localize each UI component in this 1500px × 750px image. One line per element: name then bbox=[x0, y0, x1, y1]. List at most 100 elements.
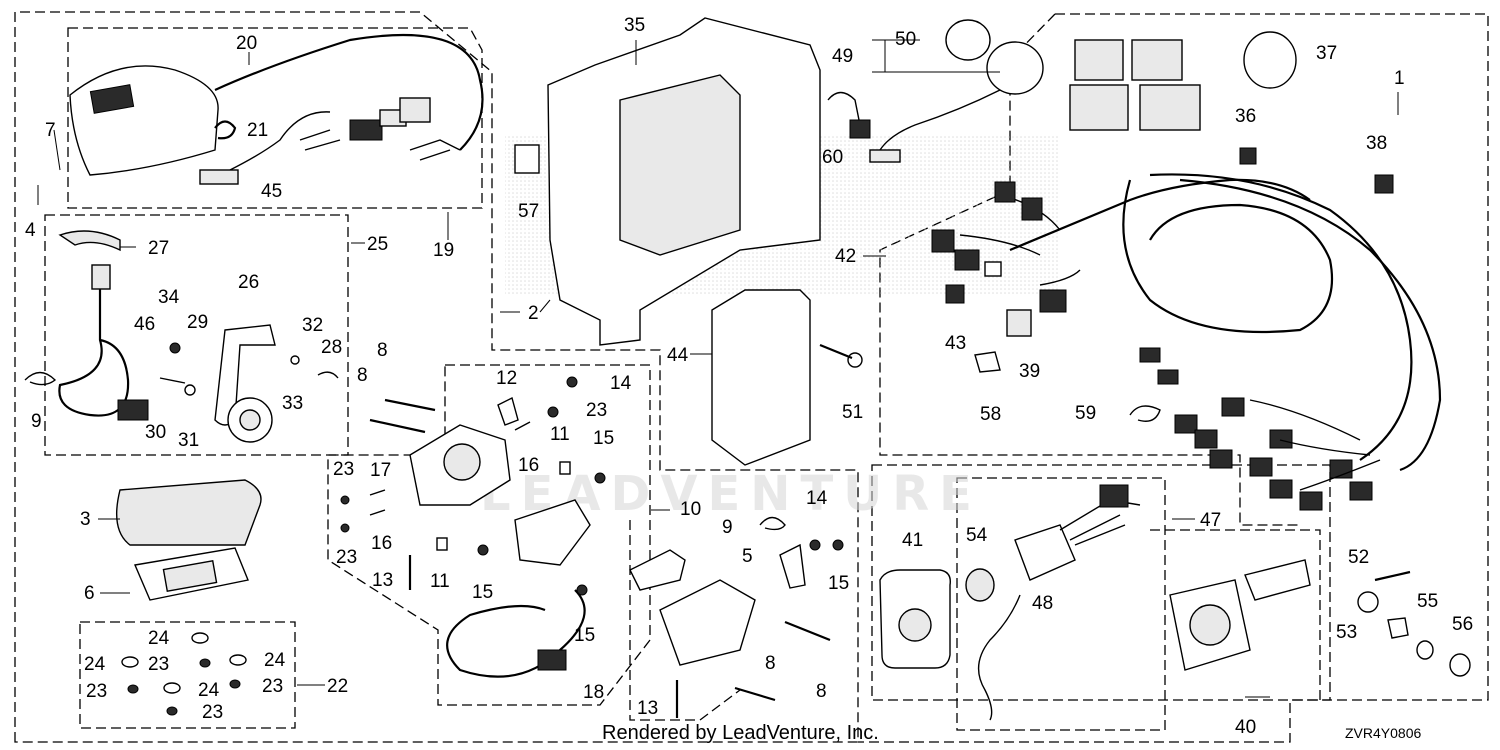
callout-36: 36 bbox=[1235, 106, 1256, 127]
clip-21 bbox=[214, 120, 237, 140]
washer-31 bbox=[184, 384, 196, 396]
callout-11a: 11 bbox=[550, 424, 570, 445]
callout-23g: 23 bbox=[202, 702, 223, 723]
group-41-40-box bbox=[871, 464, 1331, 701]
callout-23e: 23 bbox=[86, 681, 107, 702]
bolt-14b bbox=[809, 539, 821, 551]
callout-19: 19 bbox=[433, 240, 454, 261]
remote-cover-20 bbox=[69, 65, 219, 176]
bolt-15b bbox=[594, 472, 606, 484]
callout-8d: 8 bbox=[816, 681, 827, 702]
switch-49 bbox=[986, 41, 1044, 95]
frame-right bbox=[858, 13, 1489, 743]
callout-24b: 24 bbox=[84, 654, 106, 675]
callout-1: 1 bbox=[1394, 68, 1405, 89]
callout-15a: 15 bbox=[593, 428, 614, 449]
harness-trunk bbox=[1009, 178, 1311, 252]
wire-46 bbox=[58, 270, 130, 417]
cap-50a bbox=[945, 19, 991, 61]
bolt-14a bbox=[566, 376, 578, 388]
nut-53 bbox=[1387, 617, 1409, 639]
callout-8b: 8 bbox=[357, 365, 368, 386]
nut-23b bbox=[340, 495, 350, 505]
callout-23b: 23 bbox=[333, 459, 354, 480]
wire-20 bbox=[214, 33, 484, 151]
group-40-box bbox=[1150, 529, 1321, 705]
callout-24d: 24 bbox=[198, 680, 220, 701]
connector-39 bbox=[1006, 309, 1032, 337]
nut-23a bbox=[547, 406, 559, 418]
callout-29: 29 bbox=[187, 312, 208, 333]
callout-33: 33 bbox=[282, 393, 303, 414]
callout-45: 45 bbox=[261, 181, 282, 202]
callout-11b: 11 bbox=[430, 571, 450, 592]
callout-16a: 16 bbox=[518, 455, 539, 476]
bolt-52-head bbox=[1357, 591, 1379, 613]
connector-cluster-a bbox=[349, 119, 383, 141]
callout-38: 38 bbox=[1366, 133, 1387, 154]
callout-47: 47 bbox=[1200, 510, 1221, 531]
callout-18: 18 bbox=[583, 682, 604, 703]
nut-11b bbox=[559, 461, 571, 475]
rendered-by-footer: Rendered by LeadVenture, Inc. bbox=[602, 722, 879, 744]
clip-9a bbox=[24, 371, 57, 386]
plate-40-hole bbox=[1189, 604, 1231, 646]
connector-38 bbox=[1374, 174, 1394, 194]
callout-37: 37 bbox=[1316, 43, 1337, 64]
frame-left bbox=[14, 11, 859, 743]
throttle-gear bbox=[443, 443, 481, 481]
connector-57 bbox=[514, 144, 540, 174]
bolt-52 bbox=[1374, 570, 1411, 582]
callout-46: 46 bbox=[134, 314, 155, 335]
connector-60 bbox=[849, 119, 871, 139]
connector-30 bbox=[117, 399, 149, 421]
callout-54: 54 bbox=[966, 525, 988, 546]
bolt-8c bbox=[784, 620, 831, 642]
callout-8a: 8 bbox=[377, 340, 388, 361]
box-35-inner bbox=[619, 74, 741, 256]
callout-27: 27 bbox=[148, 238, 169, 259]
bolt-51 bbox=[847, 352, 863, 368]
callout-9a: 9 bbox=[31, 411, 42, 432]
callout-16b: 16 bbox=[371, 533, 392, 554]
nut-23c bbox=[340, 523, 350, 533]
switch-47 bbox=[1014, 524, 1076, 581]
spring-16b bbox=[369, 509, 386, 516]
bolt-15c bbox=[576, 584, 588, 596]
callout-49: 49 bbox=[832, 46, 853, 67]
cap-37 bbox=[1243, 31, 1297, 89]
callout-22: 22 bbox=[327, 676, 348, 697]
harness-loop-3 bbox=[1179, 178, 1442, 472]
group-22-box bbox=[79, 621, 296, 729]
bolt-51-shaft bbox=[819, 343, 853, 360]
gasket-3 bbox=[116, 479, 262, 546]
callout-42: 42 bbox=[835, 246, 856, 267]
callout-35: 35 bbox=[624, 15, 645, 36]
callout-10: 10 bbox=[680, 499, 701, 520]
group-18-box bbox=[629, 520, 741, 721]
harness-ends bbox=[409, 139, 461, 161]
callout-24c: 24 bbox=[264, 650, 286, 671]
connector-43 bbox=[945, 284, 965, 304]
bolt-34 bbox=[169, 342, 181, 354]
callout-21: 21 bbox=[247, 120, 268, 141]
connector-58 bbox=[974, 351, 1001, 373]
bolt-33 bbox=[290, 355, 300, 365]
hardware-22 bbox=[121, 632, 247, 716]
bracket-40 bbox=[1244, 559, 1311, 601]
clip-59 bbox=[1129, 405, 1161, 422]
cover-41-hole bbox=[898, 608, 932, 642]
callout-41: 41 bbox=[902, 530, 923, 551]
bracket-27 bbox=[58, 230, 121, 252]
harness-45 bbox=[229, 111, 341, 171]
callout-9b: 9 bbox=[722, 517, 733, 538]
callout-32: 32 bbox=[302, 315, 323, 336]
callout-23a: 23 bbox=[586, 400, 607, 421]
bolt-8d bbox=[734, 686, 776, 702]
connector-46 bbox=[91, 264, 111, 290]
connector-45a bbox=[199, 169, 239, 185]
bolt-8a bbox=[384, 398, 436, 412]
callout-53: 53 bbox=[1336, 622, 1357, 643]
harness-connectors-top bbox=[1069, 39, 1201, 131]
